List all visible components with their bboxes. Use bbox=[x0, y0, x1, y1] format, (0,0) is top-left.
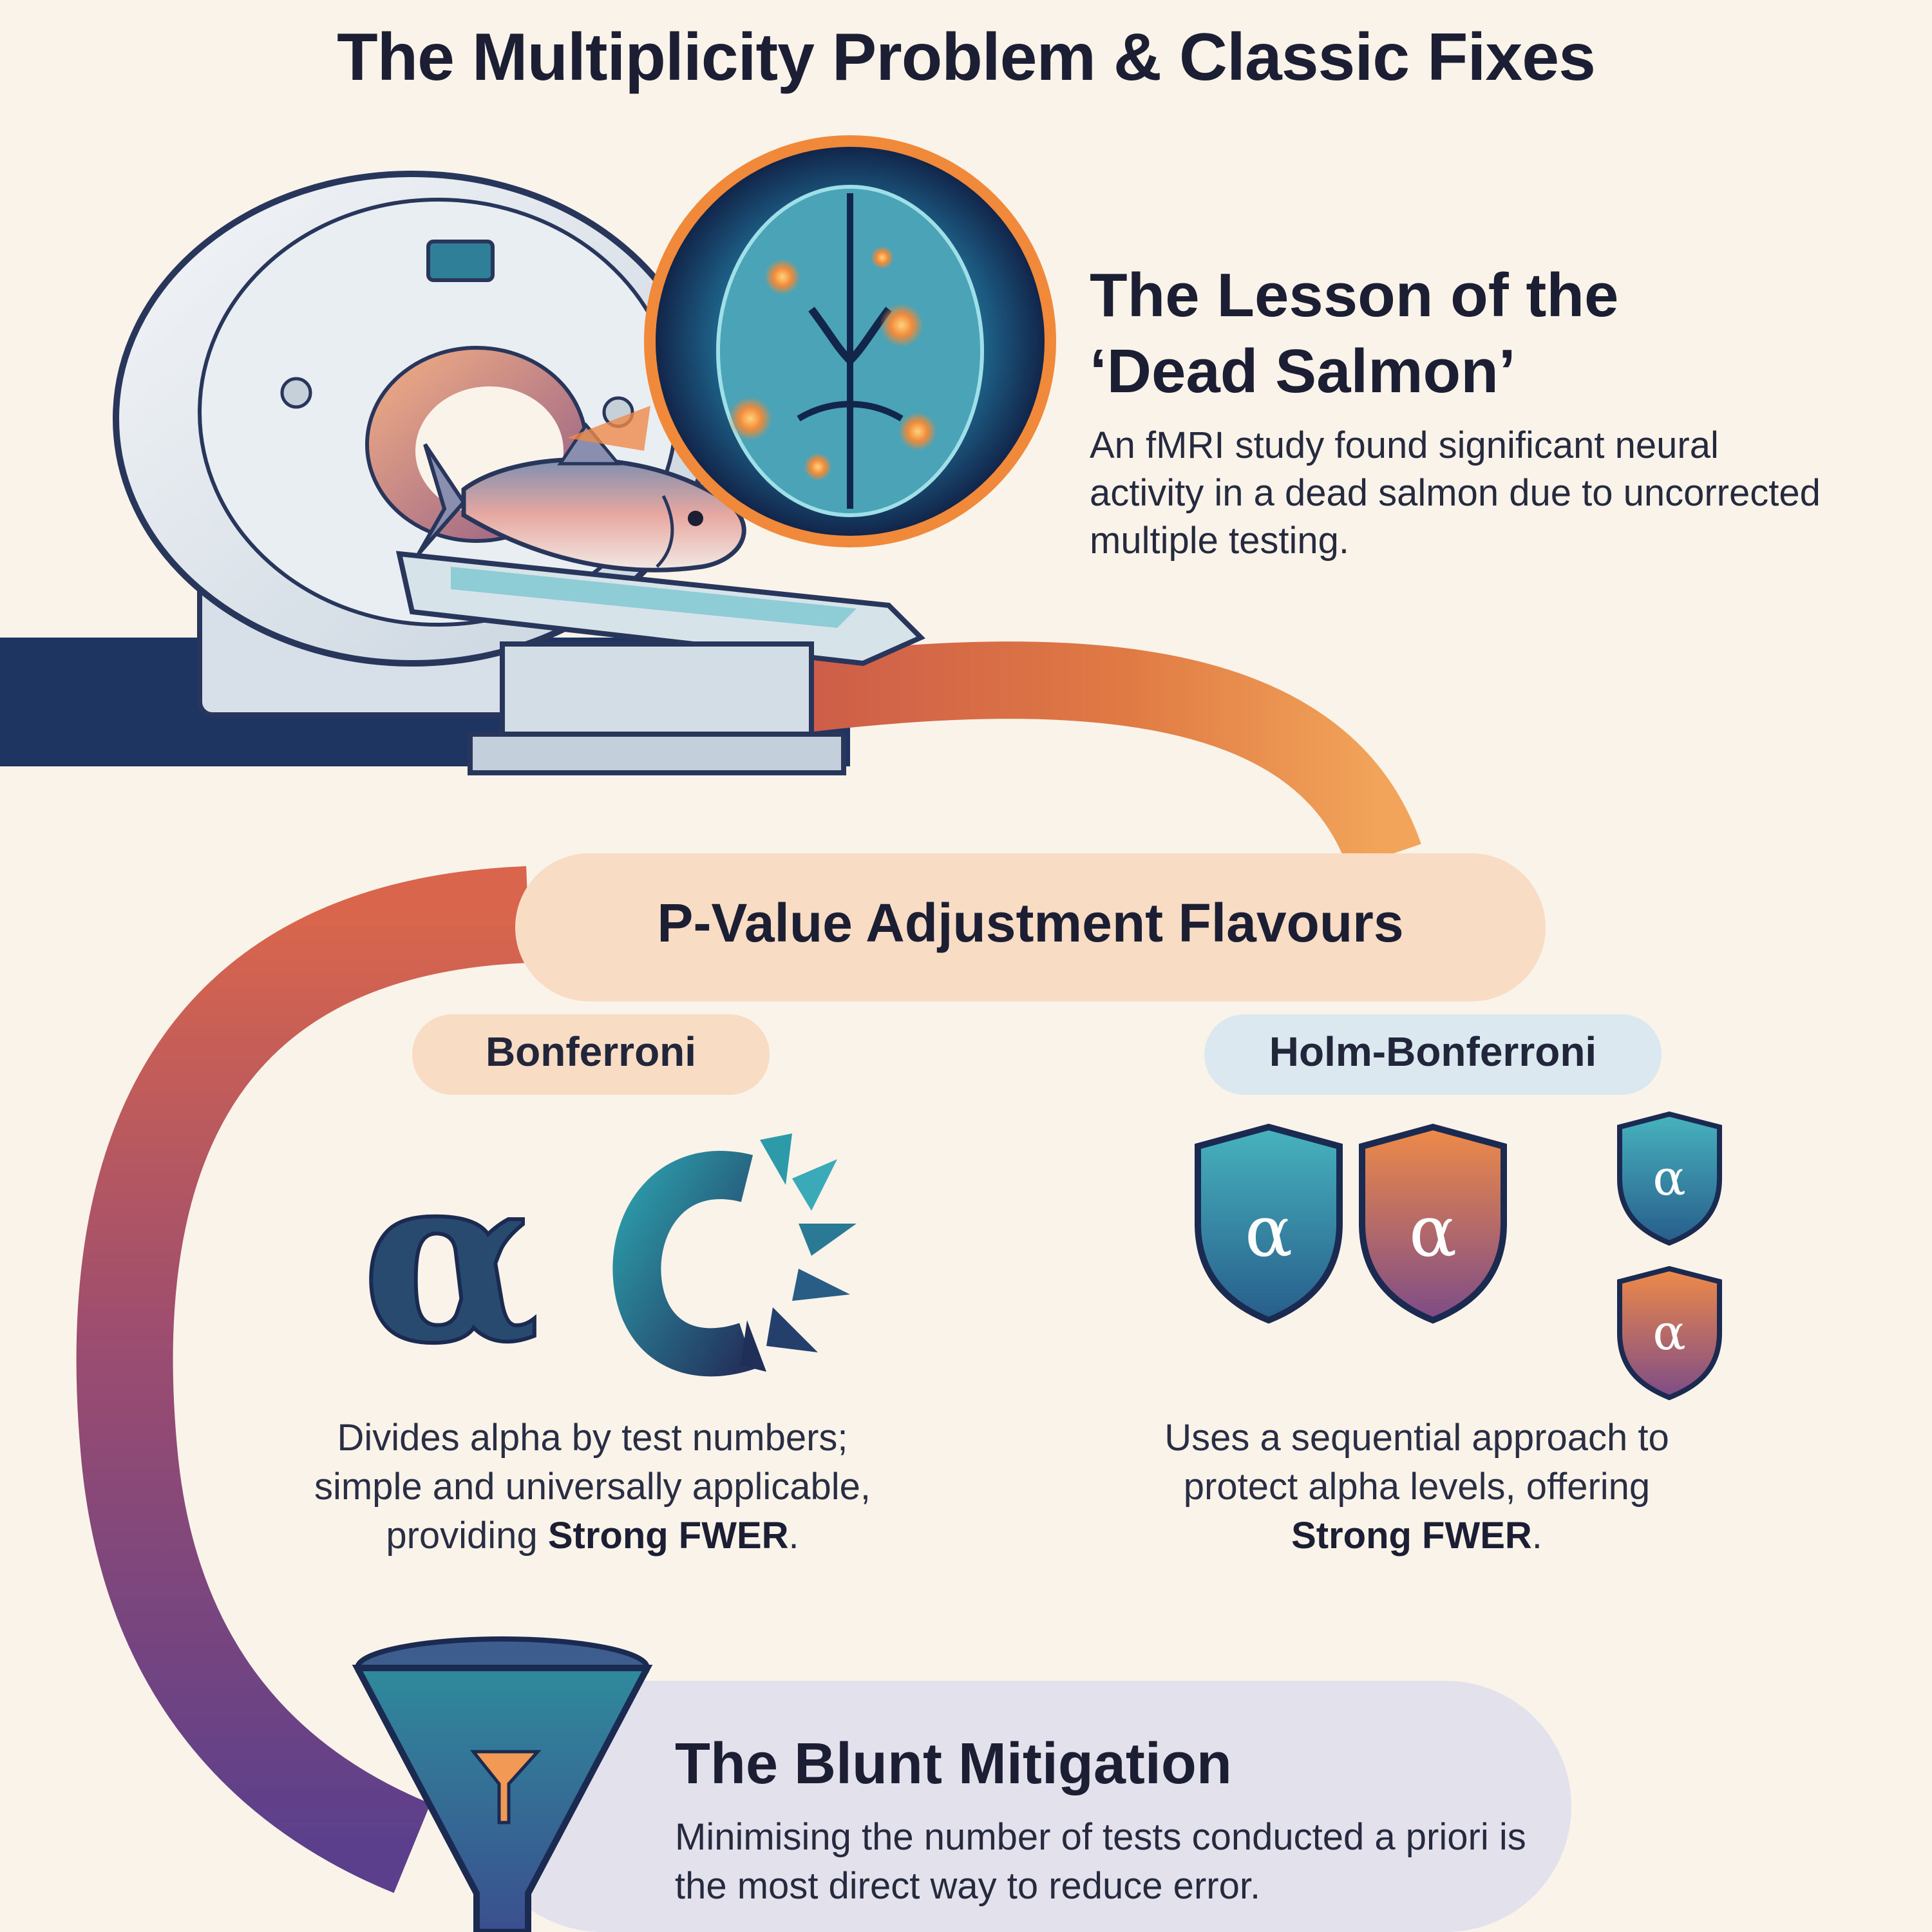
svg-text:α: α bbox=[1409, 1190, 1457, 1273]
adjustment-heading: P-Value Adjustment Flavours bbox=[657, 893, 1404, 953]
blunt-description: Minimising the number of tests conducted… bbox=[675, 1816, 1526, 1907]
svg-text:α: α bbox=[1245, 1190, 1293, 1273]
lesson-description: An fMRI study found significant neural a… bbox=[1090, 424, 1821, 562]
alpha-icon: α bbox=[359, 1120, 542, 1396]
svg-text:α: α bbox=[1653, 1149, 1685, 1206]
strong-fwer-text: Strong FWER bbox=[1291, 1515, 1532, 1557]
holm-bonferroni-label: Holm-Bonferroni bbox=[1269, 1028, 1597, 1075]
lesson-heading-line-1: The Lesson of the bbox=[1090, 261, 1619, 330]
fractured-alpha-icon bbox=[612, 1133, 857, 1377]
holm-description: Uses a sequential approach to protect al… bbox=[1164, 1417, 1669, 1557]
strong-fwer-text: Strong FWER bbox=[547, 1515, 789, 1557]
bonferroni-label: Bonferroni bbox=[485, 1028, 697, 1075]
blunt-heading: The Blunt Mitigation bbox=[675, 1732, 1232, 1796]
svg-text:α: α bbox=[1653, 1303, 1685, 1361]
salmon-icon bbox=[417, 422, 746, 573]
lesson-heading-line-2: ‘Dead Salmon’ bbox=[1090, 337, 1516, 406]
shield-alpha-icon: α bbox=[1359, 1123, 1507, 1324]
lesson-heading: The Lesson of the ‘Dead Salmon’ bbox=[1090, 258, 1862, 410]
shield-alpha-icon: α bbox=[1195, 1123, 1343, 1324]
svg-text:α: α bbox=[361, 1122, 540, 1394]
page-title: The Multiplicity Problem & Classic Fixes bbox=[337, 20, 1596, 95]
shield-alpha-icon: α bbox=[1617, 1111, 1722, 1246]
bonferroni-description: Divides alpha by test numbers; simple an… bbox=[314, 1417, 871, 1557]
shield-alpha-icon: α bbox=[1617, 1265, 1722, 1401]
funnel-icon bbox=[352, 1636, 653, 1932]
brain-scan-icon bbox=[644, 135, 1056, 547]
